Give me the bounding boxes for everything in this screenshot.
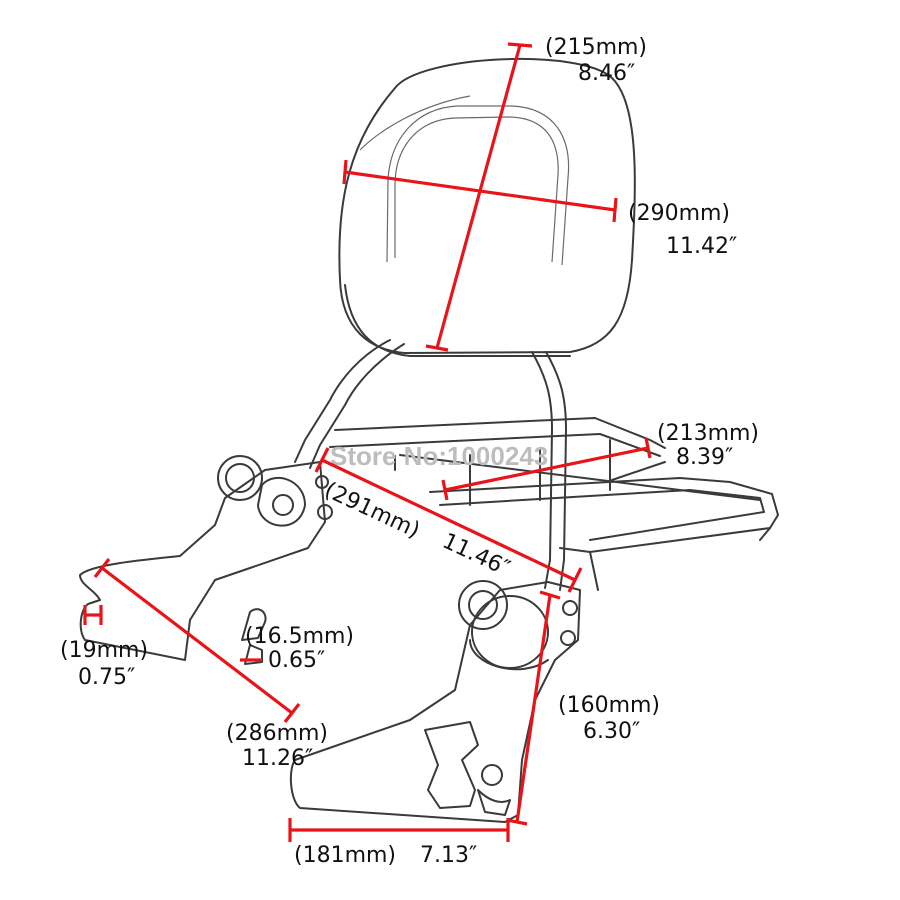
dimension-lines — [83, 42, 652, 842]
plate-diagonal-metric-label: (286mm) — [226, 721, 328, 746]
plate-width-imperial-label: 7.13″ — [420, 843, 477, 868]
plate-diagonal-line — [101, 566, 293, 715]
pad-width-tick-right — [612, 197, 618, 223]
plate-height-tick-bottom — [506, 818, 528, 826]
pad-height-imperial-label: 8.46″ — [578, 61, 635, 86]
left-side-plate — [79, 455, 333, 665]
pad-width-line — [344, 170, 616, 212]
backrest-pad — [338, 57, 636, 357]
plate-diagonal-tick-left — [93, 558, 111, 578]
plate-height-line — [515, 594, 552, 823]
hole-size-imperial-label: 0.65″ — [268, 648, 325, 673]
plate-width-metric-label: (181mm) — [294, 843, 396, 868]
rack-length-metric-label: (291mm) — [320, 478, 423, 544]
pad-height-tick-top — [507, 42, 533, 48]
plate-height-imperial-label: 6.30″ — [583, 719, 640, 744]
store-watermark: Store No:1000243 — [330, 441, 548, 471]
pad-width-imperial-label: 11.42″ — [666, 234, 737, 259]
pad-height-tick-bottom — [425, 344, 449, 352]
rack-width-metric-label: (213mm) — [657, 421, 759, 446]
rack-length-line — [321, 458, 576, 582]
slot-width-imperial-label: 0.75″ — [78, 665, 135, 690]
plate-diagonal-imperial-label: 11.26″ — [242, 746, 313, 771]
rack-width-tick-left — [441, 479, 449, 501]
hole-size-metric-label: (16.5mm) — [245, 624, 354, 649]
pad-width-metric-label: (290mm) — [628, 201, 730, 226]
plate-height-tick-top — [539, 590, 561, 600]
slot-width-metric-label: (19mm) — [60, 638, 148, 663]
pad-height-metric-label: (215mm) — [545, 35, 647, 60]
rack-length-tick-left — [314, 447, 330, 473]
rack-width-imperial-label: 8.39″ — [676, 445, 733, 470]
pad-height-line — [435, 44, 522, 349]
plate-diagonal-tick-right — [283, 703, 301, 723]
rack-length-tick-right — [567, 567, 583, 593]
right-side-plate — [289, 580, 581, 823]
rack-width-line — [444, 446, 649, 492]
rack-width-tick-right — [644, 437, 652, 459]
pad-width-tick-left — [342, 159, 348, 185]
luggage-rack — [329, 417, 779, 591]
plate-height-metric-label: (160mm) — [558, 693, 660, 718]
rack-length-imperial-label: 11.46″ — [438, 529, 513, 582]
support-struts — [294, 339, 567, 591]
